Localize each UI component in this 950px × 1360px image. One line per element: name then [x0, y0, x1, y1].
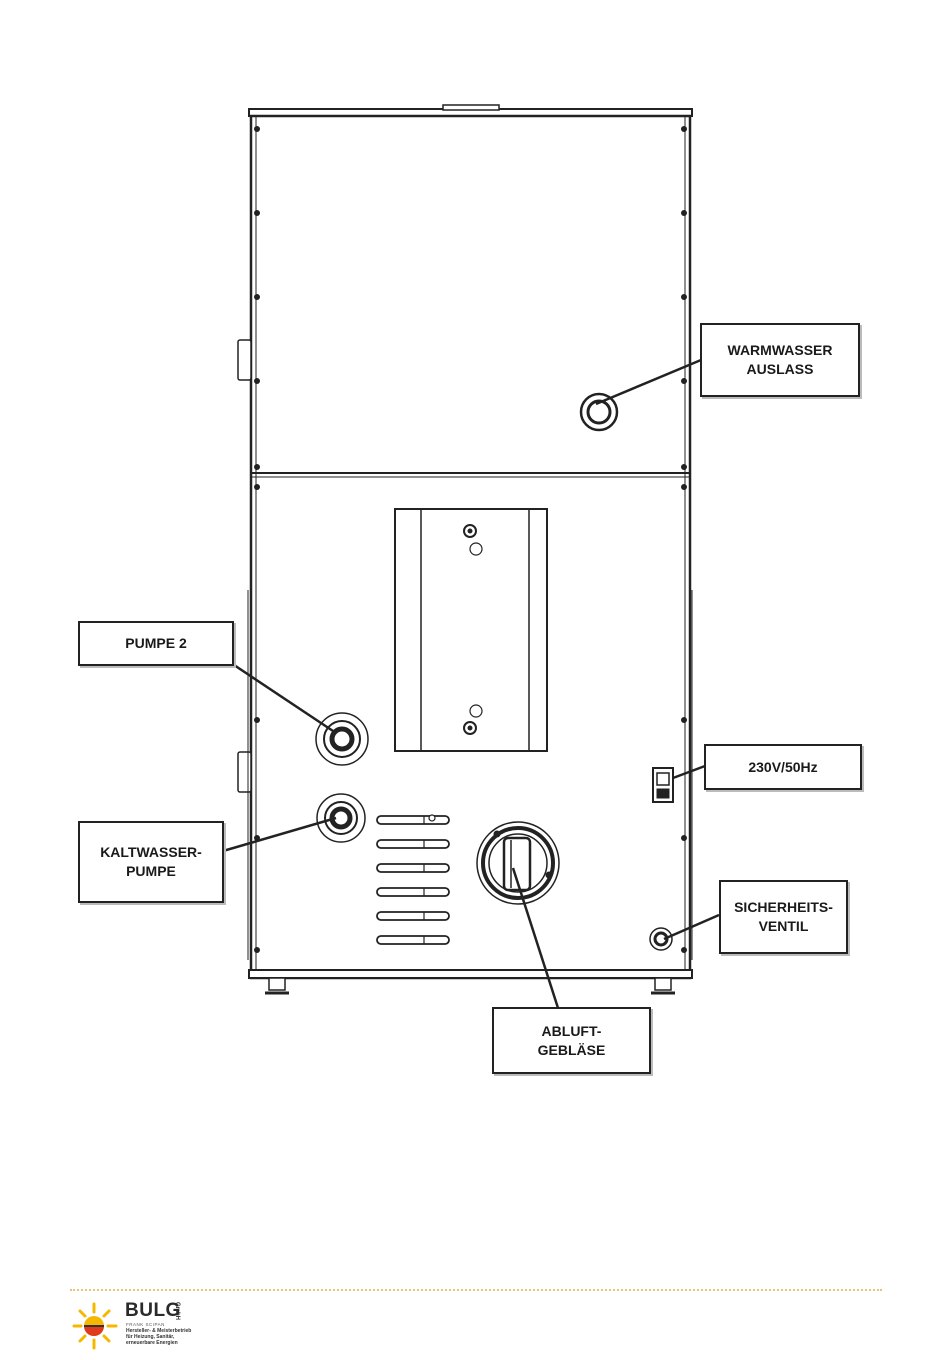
foot-right: [655, 978, 671, 990]
label-kaltwasser-pumpe: KALTWASSER- PUMPE: [78, 821, 224, 903]
label-line: AUSLASS: [728, 360, 833, 379]
label-warmwasser-auslass: WARMWASSER AUSLASS: [700, 323, 860, 397]
label-line: 230V/50Hz: [748, 758, 817, 777]
label-line: PUMPE: [100, 862, 202, 881]
label-abluft-geblaese: ABLUFT- GEBLÄSE: [492, 1007, 651, 1074]
label-line: GEBLÄSE: [538, 1041, 606, 1060]
side-handle-lower: [238, 752, 251, 792]
abluft-fan: [477, 822, 559, 904]
cabinet-base: [249, 970, 692, 978]
label-line: KALTWASSER-: [100, 843, 202, 862]
brand-name: BULG: [125, 1300, 181, 1322]
pumpe2-connection: [316, 713, 368, 765]
center-panel: [395, 509, 547, 751]
label-line: ABLUFT-: [538, 1022, 606, 1041]
label-pumpe-2: PUMPE 2: [78, 621, 234, 666]
foot-left: [269, 978, 285, 990]
brand-gmbh: GmbH: [174, 1302, 180, 1320]
label-sicherheitsventil: SICHERHEITS- VENTIL: [719, 880, 848, 954]
top-vent: [443, 105, 499, 110]
kaltwasser-connection: [317, 794, 365, 842]
label-line: PUMPE 2: [125, 634, 186, 653]
brand-owner: FRANK SCIPAN: [126, 1322, 165, 1327]
power-socket: [653, 768, 673, 802]
warmwasser-outlet: [581, 394, 617, 430]
tagline-line: erneuerbare Energien: [126, 1340, 226, 1346]
label-line: WARMWASSER: [728, 341, 833, 360]
footer-divider: [70, 1289, 882, 1291]
label-line: VENTIL: [734, 917, 833, 936]
side-handle-upper: [238, 340, 251, 380]
sicherheitsventil: [650, 928, 672, 950]
brand-tagline: Hersteller- & Meisterbetrieb für Heizung…: [126, 1328, 226, 1346]
label-line: SICHERHEITS-: [734, 898, 833, 917]
label-230v-50hz: 230V/50Hz: [704, 744, 862, 790]
